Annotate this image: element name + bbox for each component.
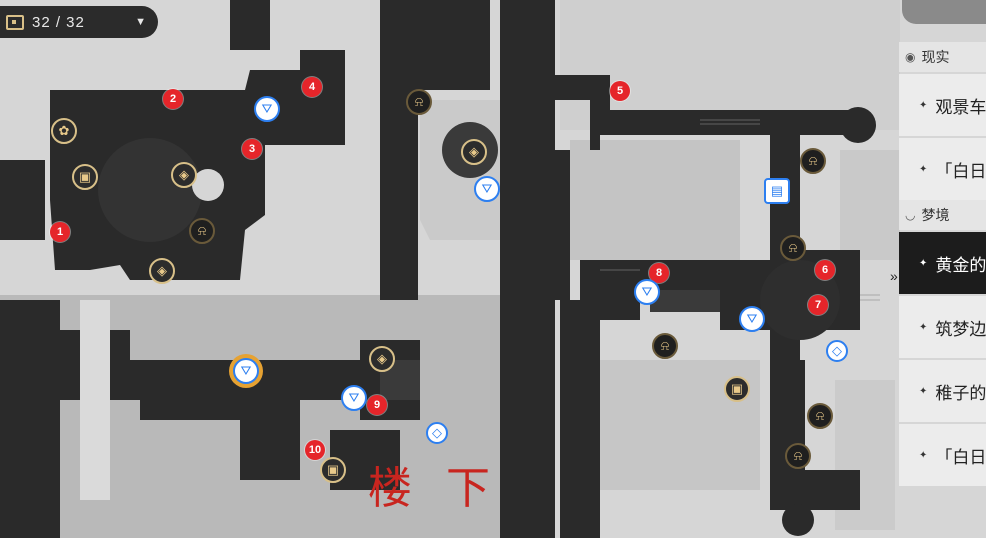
floor-label-downstairs: 楼 下 [368,463,500,514]
eye-icon: ◉ [905,50,916,64]
chest-count-text: 32 / 32 [32,13,85,31]
map-marker-1[interactable]: 1 [50,222,70,242]
npc-icon[interactable]: ✿ [51,118,77,144]
map-marker-6[interactable]: 6 [815,260,835,280]
bell-icon[interactable]: ⍾ [406,89,432,115]
lock-icon[interactable]: ◇ [826,340,848,362]
bell-icon[interactable]: ⍾ [800,148,826,174]
map-marker-2[interactable]: 2 [163,89,183,109]
map-marker-8[interactable]: 8 [649,263,669,283]
section-real-label: 现实 [921,49,950,65]
area-item-label: 观景车 [935,97,986,117]
area-item-5[interactable]: ✦ 稚子的 [899,360,986,422]
selected-anchor-icon[interactable]: ⛛ [233,358,259,384]
space-anchor-icon[interactable]: ⛛ [474,176,500,202]
chest-icon[interactable]: ◈ [369,346,395,372]
star-icon: ✦ [919,321,928,333]
star-icon: ✦ [919,99,928,111]
area-item-1[interactable]: ✦ 观景车 [899,74,986,136]
area-list-panel: ◉ 现实 ✦ 观景车 ✦ 「白日 ◡ 梦境 ✦ 黄金的 ✦ 筑梦边 ✦ 稚子的 … [899,42,986,538]
chest-icon[interactable]: ▣ [320,457,346,483]
map-marker-3[interactable]: 3 [242,139,262,159]
space-anchor-icon[interactable]: ⛛ [739,306,765,332]
bell-icon[interactable]: ⍾ [652,333,678,359]
shop-icon[interactable]: ▤ [764,178,790,204]
area-item-label: 黄金的 [935,255,986,275]
area-item-4[interactable]: ✦ 筑梦边 [899,296,986,358]
star-icon: ✦ [919,163,928,175]
area-item-3-selected[interactable]: ✦ 黄金的 [899,232,986,294]
bell-icon[interactable]: ⍾ [780,235,806,261]
lock-icon[interactable]: ◇ [426,422,448,444]
map-marker-9[interactable]: 9 [367,395,387,415]
area-item-6[interactable]: ✦ 「白日 [899,424,986,486]
map-marker-5[interactable]: 5 [610,81,630,101]
area-item-label: 稚子的 [935,383,986,403]
space-anchor-icon[interactable]: ⛛ [341,385,367,411]
chest-icon[interactable]: ◈ [171,162,197,188]
star-icon: ✦ [919,385,928,397]
chest-icon[interactable]: ◈ [149,258,175,284]
map-marker-10[interactable]: 10 [305,440,325,460]
bell-icon[interactable]: ⍾ [807,403,833,429]
map-marker-7[interactable]: 7 [808,295,828,315]
area-item-2[interactable]: ✦ 「白日 [899,138,986,200]
star-icon: ✦ [919,449,928,461]
dream-icon: ◡ [905,208,916,222]
section-real: ◉ 现实 [899,42,986,72]
bell-icon[interactable]: ⍾ [189,218,215,244]
bell-icon[interactable]: ⍾ [785,443,811,469]
space-anchor-icon[interactable]: ⛛ [634,279,660,305]
section-dream-label: 梦境 [921,207,950,223]
chest-icon[interactable]: ▣ [724,376,750,402]
star-icon: ✦ [919,257,928,269]
treasure-chest-icon [6,14,24,30]
chest-counter[interactable]: 32 / 32 ▼ [0,6,158,38]
selected-arrow-icon: » [890,268,898,284]
map-marker-4[interactable]: 4 [302,77,322,97]
chest-icon[interactable]: ▣ [72,164,98,190]
area-item-label: 「白日 [935,161,986,181]
top-right-button[interactable] [902,0,986,24]
chest-icon[interactable]: ◈ [461,139,487,165]
chevron-down-icon[interactable]: ▼ [135,16,146,28]
area-item-label: 筑梦边 [935,319,986,339]
section-dream: ◡ 梦境 [899,200,986,230]
area-item-label: 「白日 [935,447,986,467]
space-anchor-icon[interactable]: ⛛ [254,96,280,122]
